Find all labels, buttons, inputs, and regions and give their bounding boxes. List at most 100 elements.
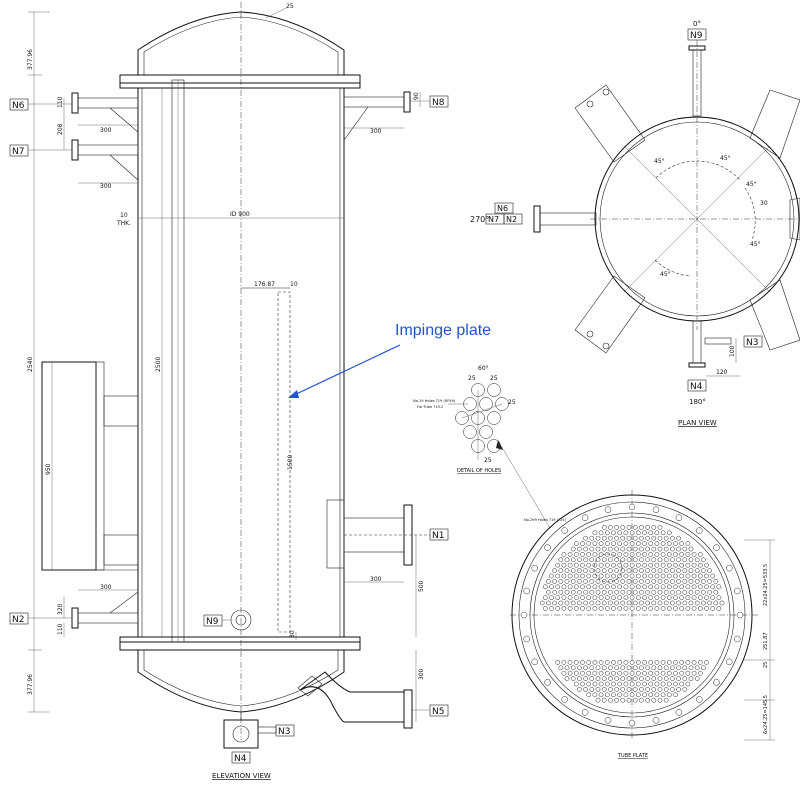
tube-plate-dim-2: 251.87 [763,633,769,651]
tube-hole [555,606,561,611]
tube-hole [679,606,685,611]
tube-hole [639,697,644,703]
bolt-hole [520,611,528,619]
tube-hole [663,535,669,541]
tube-hole [583,600,588,606]
tube-hole [697,573,703,579]
tube-hole [670,687,675,692]
tube-hole [648,530,654,536]
tube-hole [694,665,700,671]
bolt-hole [581,709,589,716]
tube-hole [608,676,613,681]
tube-hole [620,665,626,671]
tube-hole [654,606,660,611]
tube-hole [632,665,638,671]
tube-hole [577,589,582,595]
detail-title: DETAIL OF HOLES [457,468,501,474]
tube-hole [657,665,663,671]
dim-n8-ht: 90 [413,92,420,100]
tube-hole [642,552,647,557]
tube-hole [589,665,595,671]
tube-hole [654,660,660,665]
plan-tag-n4: N4 [687,379,707,392]
tube-hole [614,589,619,595]
tube-hole [614,535,619,541]
tube-hole [694,557,700,563]
tube-hole [710,584,716,590]
tube-hole [580,552,585,557]
svg-text:N4: N4 [234,754,247,764]
tube-hole [679,541,685,546]
tube-hole [598,606,604,611]
tube-hole [660,573,666,579]
tube-hole [580,595,585,600]
tube-hole [691,573,697,579]
tube-hole [629,584,635,590]
tube-hole [592,660,598,665]
plan-angle-1: 45° [654,158,665,165]
tube-hole [558,557,564,563]
tube-plate-note: No.299 Holes ?19 (?25) [524,518,567,522]
tube-hole [682,676,688,681]
tube-hole [558,568,564,573]
tube-hole [629,606,635,611]
tube-hole [663,687,669,692]
tube-hole [595,665,601,671]
tube-hole [707,579,712,584]
tube-hole [701,579,706,584]
tube-hole [697,606,703,611]
tube-hole [614,546,619,552]
tube-hole [660,530,666,536]
plan-dim-n4-len: 120 [716,369,728,376]
dim-n2-ht: 320 [57,603,64,615]
tube-hole [666,562,672,568]
detail-of-holes: 60° 25 25 25 25 No.19 Holes ?19 (RF49) F… [413,365,551,529]
tube-hole [598,595,604,600]
tube-hole [648,573,654,579]
tube-hole [688,579,694,584]
tube-hole [654,584,660,590]
tube-hole [660,562,666,568]
tube-hole [676,557,681,563]
tube-hole [626,579,632,584]
tube-hole [583,665,588,671]
tube-hole [583,535,588,541]
tube-hole [645,600,650,606]
tube-hole [552,589,557,595]
tube-hole [561,606,567,611]
tube-hole [620,676,626,681]
tube-hole [573,573,579,579]
tube-hole [595,546,601,552]
detail-dim-1: 25 [468,375,476,382]
tube-hole [685,562,691,568]
tube-hole [580,660,585,665]
tube-hole [679,660,685,665]
tube-hole [570,600,576,606]
tube-hole [611,541,616,546]
tube-plate-title: TUBE PLATE [617,753,648,759]
tube-hole [555,584,561,590]
tube-hole [648,562,654,568]
tube-hole [567,584,573,590]
tube-hole [611,573,616,579]
tube-hole [704,562,709,568]
plan-angle-3: 45° [660,271,671,278]
tube-hole [595,697,601,703]
tube-hole [645,665,650,671]
tube-hole [629,670,635,676]
tube-hole [601,525,607,530]
plan-angle-4: 45° [746,181,757,188]
tube-hole [564,600,570,606]
tube-hole [694,568,700,573]
tube-hole [707,568,712,573]
tube-hole [570,557,576,563]
arrowhead-icon [288,390,299,398]
tube-hole [564,568,570,573]
tube-hole [629,530,635,536]
tube-hole [632,600,638,606]
tube-hole [623,670,629,676]
tube-hole [601,557,607,563]
tube-hole [713,600,719,606]
tube-hole [586,541,592,546]
tube-hole [666,573,672,579]
